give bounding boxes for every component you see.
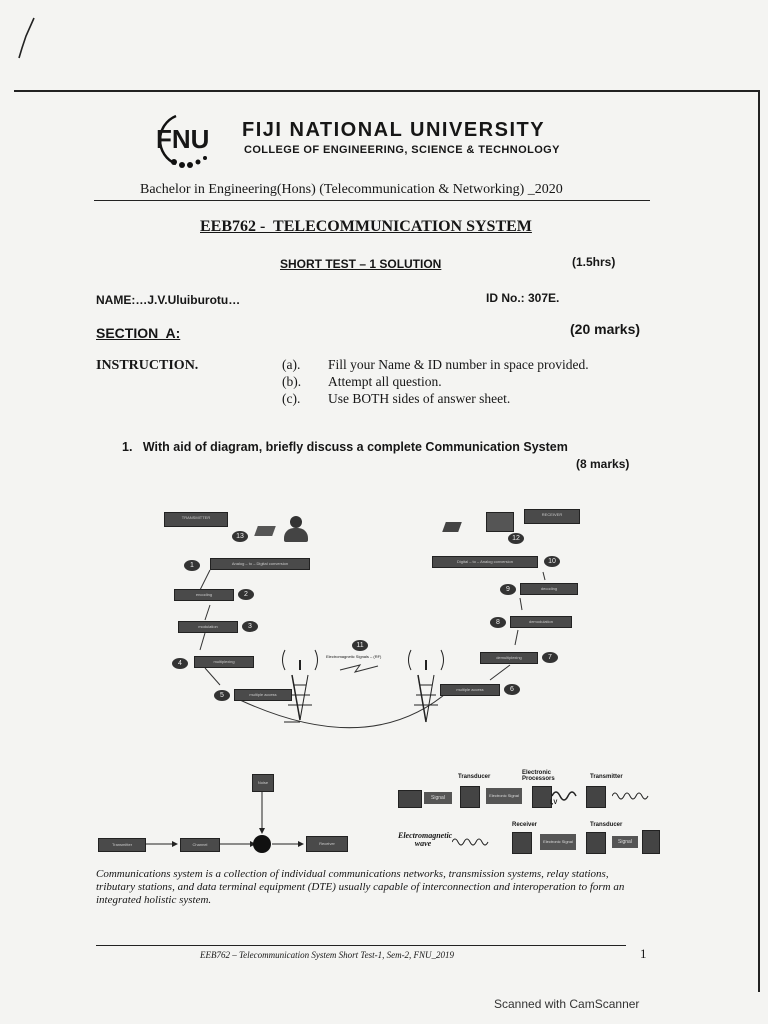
block-arrows xyxy=(146,792,304,853)
student-id: ID No.: 307E. xyxy=(486,291,560,305)
block-transmitter: Transmitter xyxy=(98,838,146,852)
college-name: COLLEGE OF ENGINEERING, SCIENCE & TECHNO… xyxy=(244,144,560,156)
footer-divider xyxy=(96,945,626,946)
step-6-label: multiple access xyxy=(440,684,500,696)
noise-box: Noise xyxy=(252,774,274,792)
footer-text: EEB762 – Telecommunication System Short … xyxy=(200,950,455,960)
flow-em-wave-label: Electromagnetic wave xyxy=(398,831,453,848)
block-receiver: Receiver xyxy=(306,836,348,852)
step-10-badge: 10 xyxy=(544,556,560,567)
diagram-lines xyxy=(199,569,546,729)
instruction-item-c: (c).Use BOTH sides of answer sheet. xyxy=(282,391,511,406)
flow-iv-label: I,V xyxy=(550,800,558,806)
step-13-badge: 13 xyxy=(232,531,248,542)
transmitter-label-box: TRANSMITTER xyxy=(164,512,228,527)
receiver-label-box: RECEIVER xyxy=(524,509,580,524)
signal-flow-diagram: Transducer Electronic Processors Transmi… xyxy=(394,770,664,865)
step-4-label: multiplexing xyxy=(194,656,254,668)
step-5-label: multiple access xyxy=(234,689,292,701)
program-title: Bachelor in Engineering(Hons) (Telecommu… xyxy=(140,182,563,197)
header-divider xyxy=(94,200,650,201)
flow-processors-label: Electronic Processors xyxy=(522,770,555,782)
communication-system-diagram: TRANSMITTER RECEIVER 13 12 1 Analog – to… xyxy=(150,500,600,740)
step-7-badge: 7 xyxy=(542,652,558,663)
university-logo: FNU xyxy=(148,110,238,170)
instruction-list: (a).Fill your Name & ID number in space … xyxy=(282,356,589,407)
flow-electronic-arrow: Electronic Signal xyxy=(486,788,522,804)
student-name: NAME:…J.V.Uluiburotu… xyxy=(96,293,241,307)
question-1-text: 1. With aid of diagram, briefly discuss … xyxy=(122,440,568,454)
test-duration: (1.5hrs) xyxy=(572,255,616,269)
step-5-badge: 5 xyxy=(214,690,230,701)
flow-receiver-label: Receiver xyxy=(512,822,538,828)
camscanner-watermark: Scanned with CamScanner xyxy=(494,997,640,1011)
step-11-badge: 11 xyxy=(352,640,368,651)
telephone-icon xyxy=(254,526,276,536)
flow-transducer-top-box xyxy=(460,786,480,808)
step-1-label: Analog – to – Digital conversion xyxy=(210,558,310,570)
flow-source-image xyxy=(398,790,422,808)
flow-signal-arrow: Signal xyxy=(424,792,452,804)
step-3-label: modulation xyxy=(178,621,238,633)
page-number: 1 xyxy=(640,946,647,961)
instruction-item-a: (a).Fill your Name & ID number in space … xyxy=(282,357,589,372)
section-title: SECTION A: xyxy=(96,325,181,341)
pen-stroke-mark xyxy=(18,17,35,59)
question-1-marks: (8 marks) xyxy=(576,457,630,471)
flow-transmitter-box xyxy=(586,786,606,808)
left-tower xyxy=(282,649,318,723)
step-9-label: decoding xyxy=(520,583,578,595)
flow-em-wave-top xyxy=(612,792,649,800)
section-marks: (20 marks) xyxy=(570,321,641,337)
flow-processor-box xyxy=(532,786,552,808)
receiver-computer-icon xyxy=(486,512,514,532)
step-7-label: demultiplexing xyxy=(480,652,538,664)
step-12-badge: 12 xyxy=(508,533,524,544)
flow-transducer-bottom-label: Transducer xyxy=(590,822,623,828)
step-8-label: demodulation xyxy=(510,616,572,628)
university-name: FIJI NATIONAL UNIVERSITY xyxy=(242,119,546,141)
flow-receiver-box xyxy=(512,832,532,854)
step-4-badge: 4 xyxy=(172,658,188,669)
instruction-label: INSTRUCTION. xyxy=(96,358,199,373)
flow-ear-image xyxy=(642,830,660,854)
block-channel: Channel xyxy=(180,838,220,852)
right-tower xyxy=(408,649,444,723)
course-title: EEB762 - TELECOMMUNICATION SYSTEM xyxy=(200,218,532,235)
flow-wave-icon xyxy=(552,791,577,801)
test-title: SHORT TEST – 1 SOLUTION xyxy=(280,257,442,271)
transmitter-person-icon xyxy=(282,516,310,544)
flow-transducer-top-label: Transducer xyxy=(458,774,491,780)
answer-paragraph: Communications system is a collection of… xyxy=(96,868,625,906)
step-6-badge: 6 xyxy=(504,684,520,695)
step-2-badge: 2 xyxy=(238,589,254,600)
step-2-label: encoding xyxy=(174,589,234,601)
page-frame xyxy=(14,90,760,992)
instruction-item-b: (b).Attempt all question. xyxy=(282,374,442,389)
step-10-label: Digital – to – Analog conversion xyxy=(432,556,538,568)
flow-transmitter-label: Transmitter xyxy=(590,774,623,780)
block-diagram: Noise Transmitter Channel Receiver xyxy=(96,770,356,860)
flow-electronic-bottom-arrow: Electronic Signal xyxy=(540,834,576,850)
step-1-badge: 1 xyxy=(184,560,200,571)
step-9-badge: 9 xyxy=(500,584,516,595)
em-signal-label: Electromagnetic Signals – (RF) xyxy=(326,654,382,659)
step-3-badge: 3 xyxy=(242,621,258,632)
step-8-badge: 8 xyxy=(490,617,506,628)
logo-text: FNU xyxy=(156,124,210,154)
flow-transducer-bottom-box xyxy=(586,832,606,854)
flow-em-wave-bottom xyxy=(452,838,489,846)
flow-signal-bottom-arrow: Signal xyxy=(612,836,638,848)
